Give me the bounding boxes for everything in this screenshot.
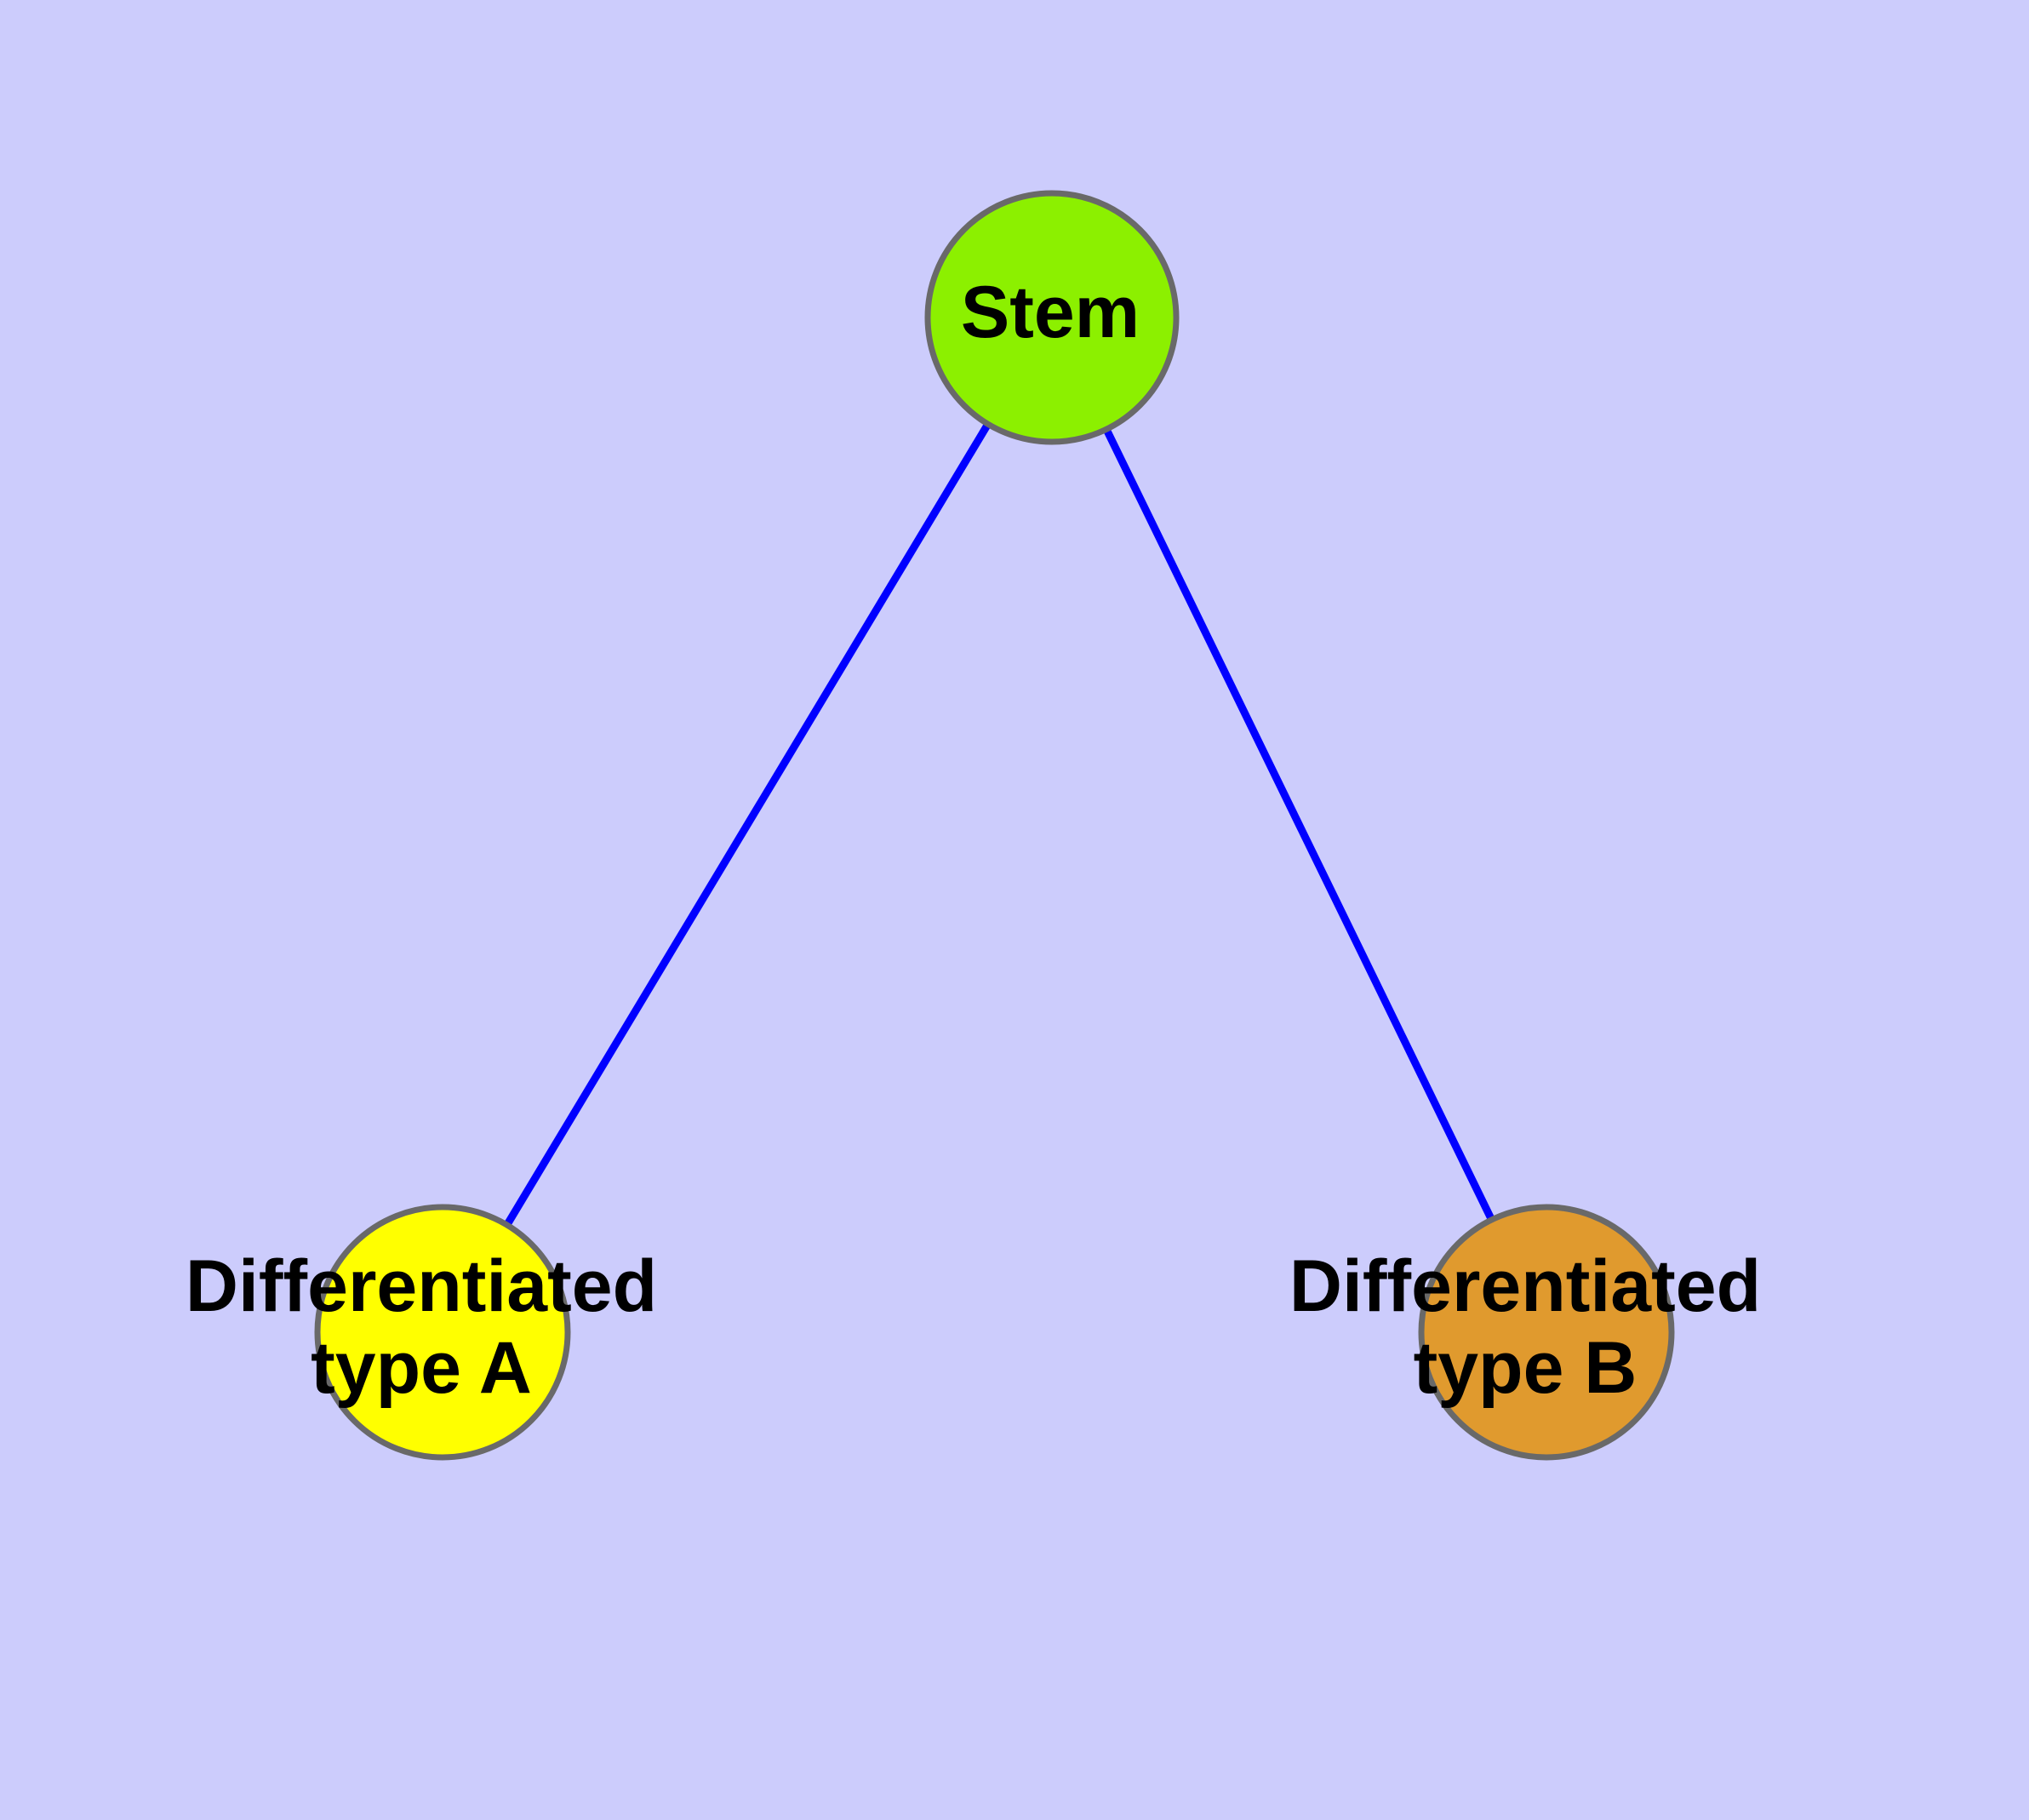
node-label-line: type A [311, 1327, 532, 1409]
graph-node-stem[interactable] [924, 190, 1180, 445]
node-label-line: Differentiated [1289, 1245, 1761, 1327]
node-label-line: Stem [961, 272, 1140, 353]
node-label-line: Differentiated [186, 1245, 657, 1327]
edge-layer [505, 424, 1495, 1225]
graph-edge[interactable] [505, 424, 991, 1225]
graph-node-diff_b[interactable] [1418, 1204, 1675, 1461]
graph-node-diff_a[interactable] [314, 1204, 571, 1461]
node-label-line: type B [1414, 1327, 1637, 1409]
node-layer [314, 190, 1675, 1461]
node-label-stem: Stem [961, 272, 1140, 353]
graph-edge[interactable] [1104, 429, 1495, 1220]
